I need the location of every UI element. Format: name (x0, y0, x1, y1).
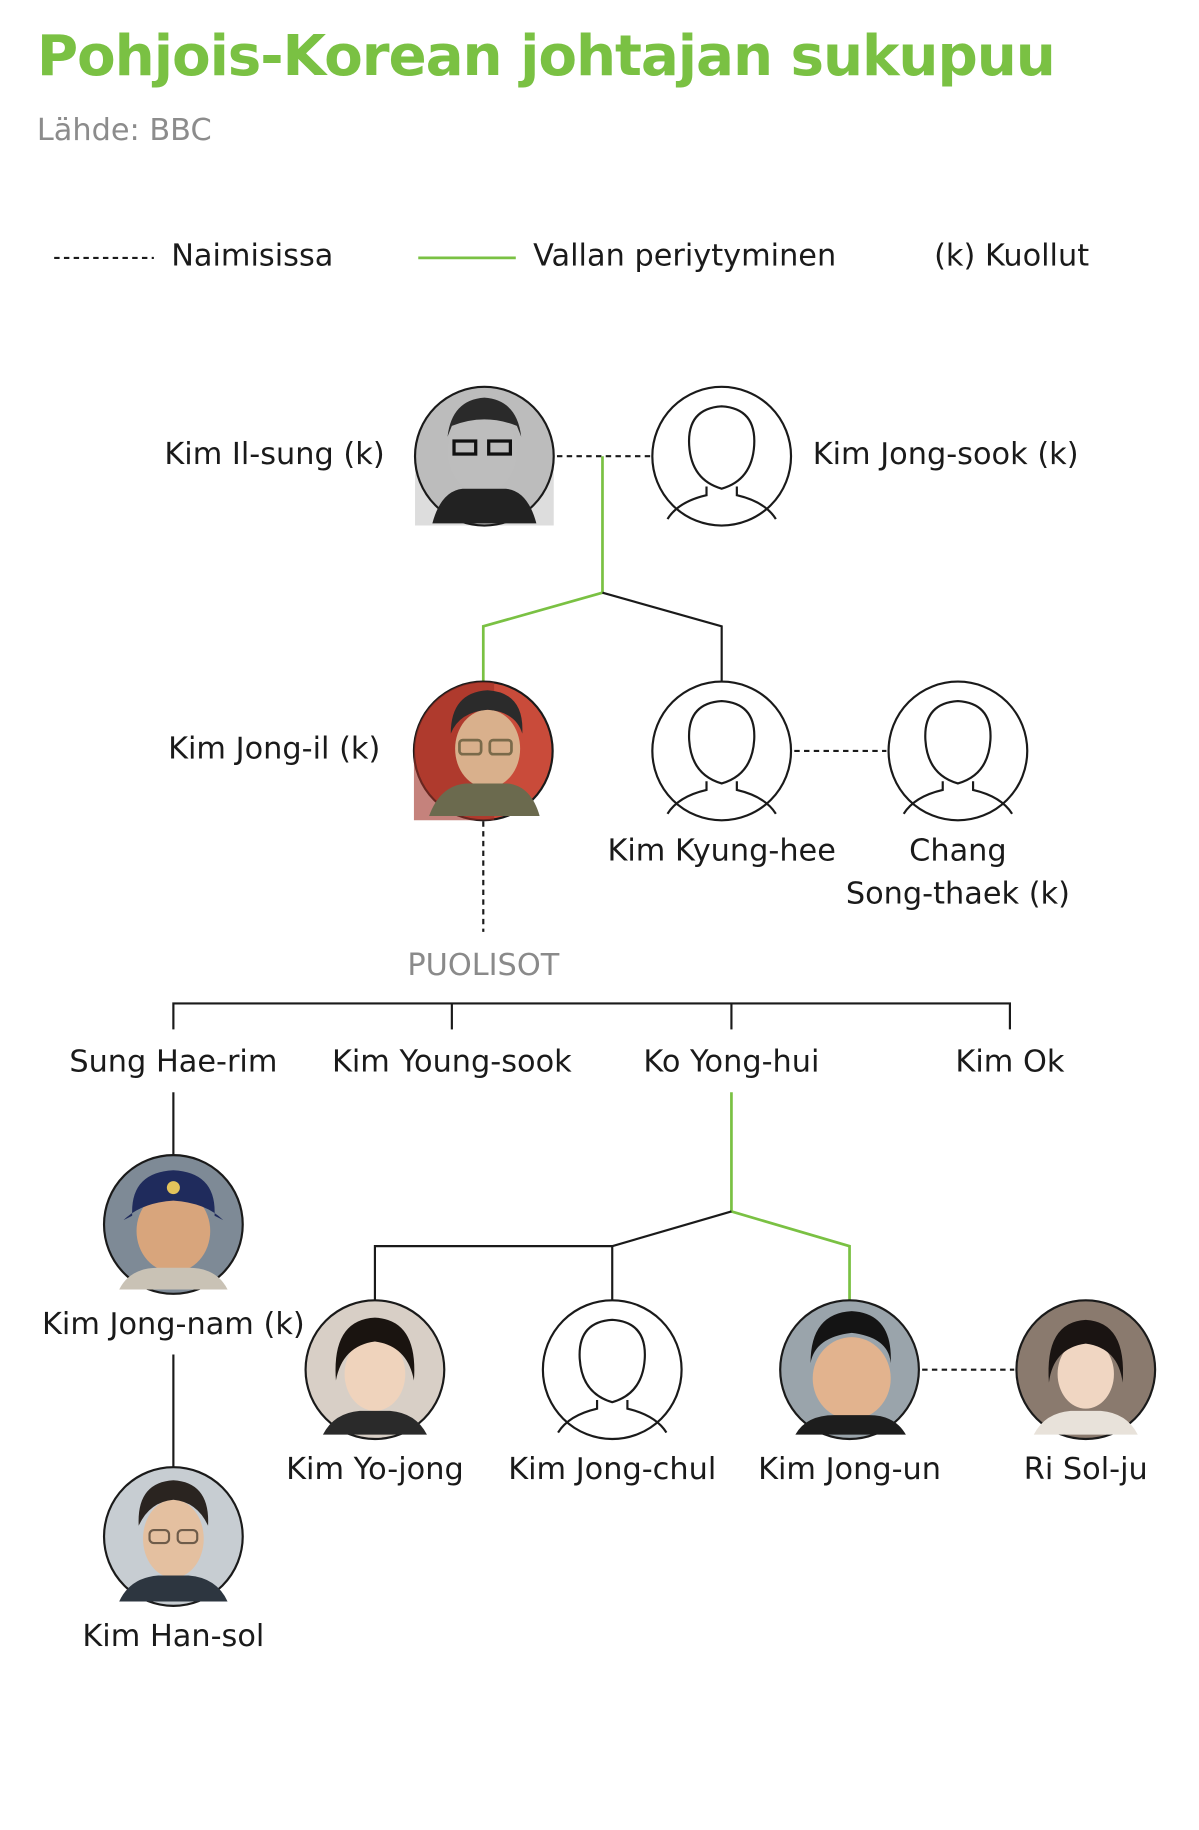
label-kim-young-sook: Kim Young-sook (331, 1043, 572, 1080)
portrait-kim-jong-il (412, 680, 554, 822)
portrait-kim-jong-nam (102, 1154, 244, 1295)
portrait-kim-jong-un (779, 1299, 920, 1441)
label-ri-sol-ju: Ri Sol-ju (1023, 1450, 1148, 1487)
label-kim-jong-un: Kim Jong-un (758, 1450, 942, 1487)
label-kim-il-sung: Kim Il-sung (k) (164, 435, 385, 472)
page-title: Pohjois-Korean johtajan sukupuu (36, 23, 1056, 89)
spouses-bar (172, 1002, 1011, 1030)
label-kim-yo-jong: Kim Yo-jong (286, 1450, 464, 1487)
portrait-kim-jong-chul (541, 1299, 683, 1441)
label-ko-yong-hui: Ko Yong-hui (643, 1043, 820, 1080)
label-sung-hae-rim: Sung Hae-rim (69, 1043, 278, 1080)
child-line-kim-kyung-hee (602, 591, 723, 681)
legend-married-label: Naimisissa (171, 237, 334, 274)
portrait-kim-kyung-hee (651, 680, 793, 822)
legend-deceased-label: (k) Kuollut (934, 237, 1090, 274)
portrait-kim-han-sol (102, 1466, 244, 1607)
label-kim-han-sol: Kim Han-sol (82, 1617, 265, 1654)
succession-line-to-kim-jong-il (481, 591, 603, 681)
legend-succession-label: Vallan periytyminen (533, 237, 837, 274)
succession-line-to-kim-jong-un (731, 1210, 851, 1301)
portrait-chang-song-thaek (887, 680, 1029, 822)
label-chang-song-thaek-line2: Song-thaek (k) (845, 875, 1070, 912)
label-kim-jong-il: Kim Jong-il (k) (168, 730, 381, 767)
portrait-ri-sol-ju (1015, 1299, 1157, 1441)
source-note: Lähde: BBC (36, 111, 212, 148)
portrait-kim-jong-sook (651, 385, 793, 527)
portrait-kim-il-sung (413, 385, 555, 527)
label-chang-song-thaek-line1: Chang (909, 832, 1007, 868)
family-tree-lines (54, 256, 1157, 1607)
label-kim-jong-nam: Kim Jong-nam (k) (41, 1305, 305, 1342)
portrait-kim-yo-jong (304, 1299, 446, 1441)
spouses-heading: PUOLISOT (407, 947, 560, 983)
label-kim-ok: Kim Ok (955, 1043, 1065, 1080)
label-kim-jong-sook: Kim Jong-sook (k) (812, 435, 1079, 472)
label-kim-jong-chul: Kim Jong-chul (508, 1450, 717, 1487)
child-line-ko-children (373, 1210, 732, 1301)
label-kim-kyung-hee: Kim Kyung-hee (607, 832, 836, 868)
